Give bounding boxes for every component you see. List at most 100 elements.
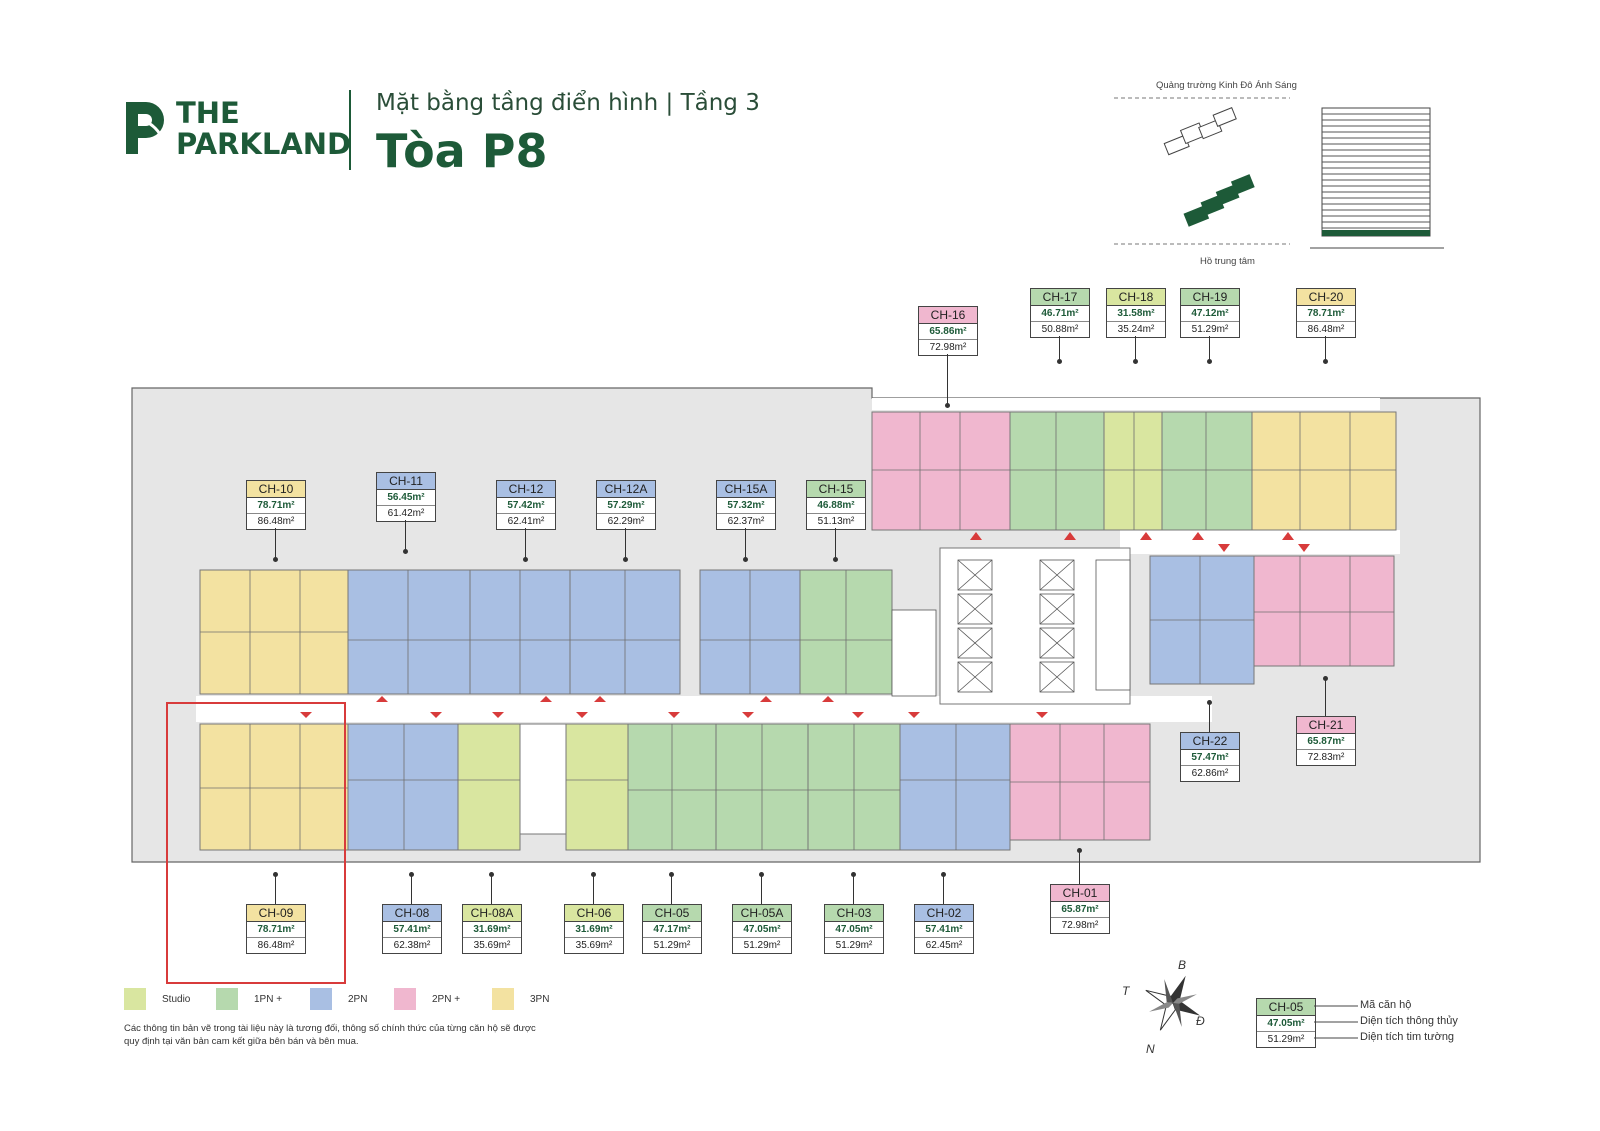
key-gross-label: Diện tích tim tường	[1360, 1031, 1455, 1043]
unit-leader	[1077, 848, 1082, 884]
unit-leader	[523, 528, 528, 562]
unit-leader	[409, 872, 414, 904]
unit-gross-area: 62.86m²	[1191, 768, 1229, 779]
unit-leader	[1207, 700, 1212, 732]
unit-net-area: 56.45m²	[377, 490, 435, 506]
unit-net-area: 78.71m²	[1297, 306, 1355, 322]
unit-gross-area: 72.83m²	[1307, 752, 1345, 763]
unit-code: CH-03	[825, 905, 883, 922]
unit-gross-area: 86.48m²	[1307, 324, 1345, 335]
disclaimer-note: Các thông tin bản vẽ trong tài liệu này …	[124, 1023, 536, 1047]
unit-leader	[489, 872, 494, 904]
legend-label-3pn: 3PN	[530, 994, 550, 1005]
unit-code: CH-09	[247, 905, 305, 922]
unit-leader	[945, 354, 950, 408]
unit-net-area: 57.42m²	[497, 498, 555, 514]
legend-swatch-2pn_plus	[394, 988, 416, 1010]
legend-label-1pn_plus: 1PN +	[254, 994, 283, 1005]
unit-leader	[403, 520, 408, 554]
unit-gross-area: 72.98m²	[929, 342, 967, 353]
unit-code: CH-19	[1181, 289, 1239, 306]
unit-net-area: 47.05m²	[825, 922, 883, 938]
legend-label-2pn: 2PN	[348, 994, 368, 1005]
unit-code: CH-08A	[463, 905, 521, 922]
unit-code: CH-05	[643, 905, 701, 922]
unit-net-area: 65.87m²	[1051, 902, 1109, 918]
unit-leader	[1323, 336, 1328, 364]
unit-code: CH-11	[377, 473, 435, 490]
key-code: CH-05	[1257, 999, 1315, 1016]
site-bottom-label: Hồ trung tâm	[1200, 256, 1255, 267]
unit-net-area: 31.58m²	[1107, 306, 1165, 322]
unit-leader	[591, 872, 596, 904]
unit-code: CH-08	[383, 905, 441, 922]
unit-gross-area: 62.29m²	[607, 516, 645, 527]
unit-CH-06	[565, 723, 629, 851]
compass-icon	[1145, 975, 1201, 1031]
unit-net-area: 57.41m²	[915, 922, 973, 938]
unit-CH-21	[1253, 555, 1395, 667]
unit-CH-11	[347, 569, 471, 695]
unit-CH-17	[1009, 411, 1105, 531]
unit-net-area: 47.05m²	[733, 922, 791, 938]
unit-gross-area: 86.48m²	[257, 516, 295, 527]
unit-net-area: 57.47m²	[1181, 750, 1239, 766]
unit-gross-area: 51.29m²	[1191, 324, 1229, 335]
site-key-plan	[1114, 97, 1444, 249]
key-net-label: Diện tích thông thủy	[1360, 1015, 1458, 1027]
unit-CH-18	[1103, 411, 1163, 531]
page-subtitle: Mặt bằng tầng điển hình | Tầng 3	[376, 90, 760, 116]
unit-gross-area: 72.98m²	[1061, 920, 1099, 931]
unit-code: CH-06	[565, 905, 623, 922]
unit-net-area: 57.32m²	[717, 498, 775, 514]
unit-net-area: 57.29m²	[597, 498, 655, 514]
unit-gross-area: 62.45m²	[925, 940, 963, 951]
unit-code: CH-16	[919, 307, 977, 324]
unit-net-area: 47.17m²	[643, 922, 701, 938]
key-net: 47.05m²	[1257, 1016, 1315, 1032]
unit-gross-area: 51.29m²	[743, 940, 781, 951]
page-title: Tòa P8	[376, 124, 548, 178]
unit-code: CH-12	[497, 481, 555, 498]
brand-line-1: THE	[176, 96, 240, 130]
stair-west	[519, 723, 567, 835]
unit-net-area: 78.71m²	[247, 498, 305, 514]
compass-north: B	[1178, 958, 1187, 972]
unit-leader	[1207, 336, 1212, 364]
unit-code: CH-22	[1181, 733, 1239, 750]
legend-swatch-1pn_plus	[216, 988, 238, 1010]
unit-net-area: 46.71m²	[1031, 306, 1089, 322]
unit-net-area: 31.69m²	[565, 922, 623, 938]
interior-walls	[200, 412, 1396, 850]
unit-leader	[833, 528, 838, 562]
unit-code: CH-02	[915, 905, 973, 922]
tower-elevation	[1310, 107, 1444, 249]
key-code-label: Mã căn hộ	[1360, 999, 1412, 1011]
unit-net-area: 78.71m²	[247, 922, 305, 938]
legend-swatch-2pn	[310, 988, 332, 1010]
key-gross: 51.29m²	[1267, 1034, 1305, 1045]
compass-west: T	[1122, 984, 1130, 998]
key-box: CH-05 47.05m² 51.29m²	[1256, 998, 1316, 1048]
unit-gross-area: 50.88m²	[1041, 324, 1079, 335]
key-leaders	[1314, 1005, 1358, 1039]
unit-leader	[273, 528, 278, 562]
unit-CH-08	[347, 723, 459, 851]
unit-gross-area: 51.13m²	[817, 516, 855, 527]
unit-net-area: 31.69m²	[463, 922, 521, 938]
